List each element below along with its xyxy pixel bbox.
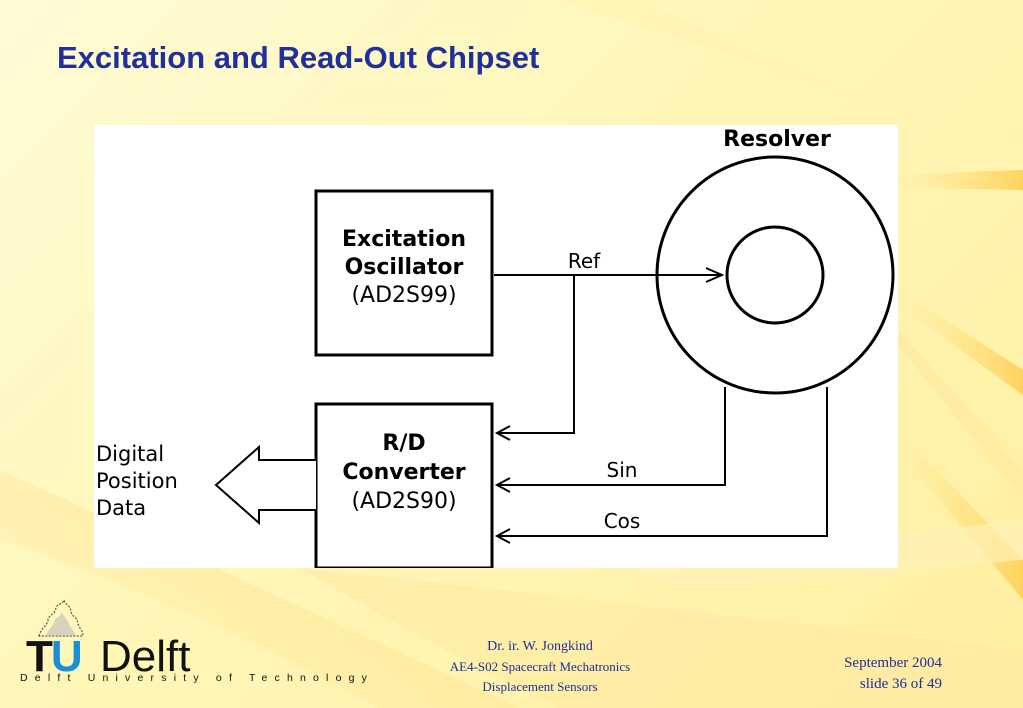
resolver-label: Resolver <box>723 127 831 152</box>
tu-delft-logo: TU Delft Delft University of Technology <box>18 598 367 693</box>
cos-label: Cos <box>604 509 641 533</box>
sin-label: Sin <box>607 458 638 482</box>
footer-course: AE4-S02 Spacecraft Mechatronics <box>449 659 631 674</box>
resolver-block-diagram: Resolver Excitation Oscillator (AD2S99) … <box>94 125 898 568</box>
logo-delft-text: Delft <box>100 632 191 681</box>
output-line1: Digital <box>96 442 164 466</box>
output-line2: Position <box>96 469 178 493</box>
ref-feedback-arrowhead <box>494 425 511 441</box>
logo-tu: TU <box>26 632 83 681</box>
ref-feedback-line <box>498 275 575 434</box>
footer-right: September 2004 slide 36 of 49 <box>844 653 942 695</box>
converter-line1: R/D <box>382 431 425 456</box>
logo-tu-text: TU <box>26 632 83 682</box>
oscillator-line2: Oscillator <box>345 255 464 280</box>
ref-label: Ref <box>568 249 601 273</box>
footer-author: Dr. ir. W. Jongkind <box>487 639 593 654</box>
cos-signal-line <box>498 387 828 537</box>
footer-slide-number: slide 36 of 49 <box>859 676 942 692</box>
rd-converter-block <box>314 402 494 568</box>
flame-icon <box>38 598 84 637</box>
footer-topic: Displacement Sensors <box>482 679 598 694</box>
sin-signal-line <box>498 387 726 486</box>
converter-line3: (AD2S90) <box>351 489 456 514</box>
logo-subtitle: Delft University of Technology <box>20 672 375 684</box>
output-line3: Data <box>96 496 146 520</box>
oscillator-line1: Excitation <box>342 227 466 252</box>
cos-arrowhead <box>494 528 511 544</box>
footer-date: September 2004 <box>844 655 942 671</box>
ref-arrowhead <box>705 267 725 283</box>
footer-center: Dr. ir. W. Jongkind AE4-S02 Spacecraft M… <box>390 637 690 697</box>
sin-arrowhead <box>494 477 511 493</box>
converter-line2: Converter <box>342 460 465 485</box>
diagram-canvas: Resolver Excitation Oscillator (AD2S99) … <box>96 127 895 568</box>
slide-title: Excitation and Read-Out Chipset <box>57 40 540 75</box>
output-arrow <box>214 444 316 526</box>
excitation-oscillator-block <box>314 189 494 357</box>
resolver-inner-circle <box>725 225 825 325</box>
oscillator-line3: (AD2S99) <box>351 283 456 308</box>
